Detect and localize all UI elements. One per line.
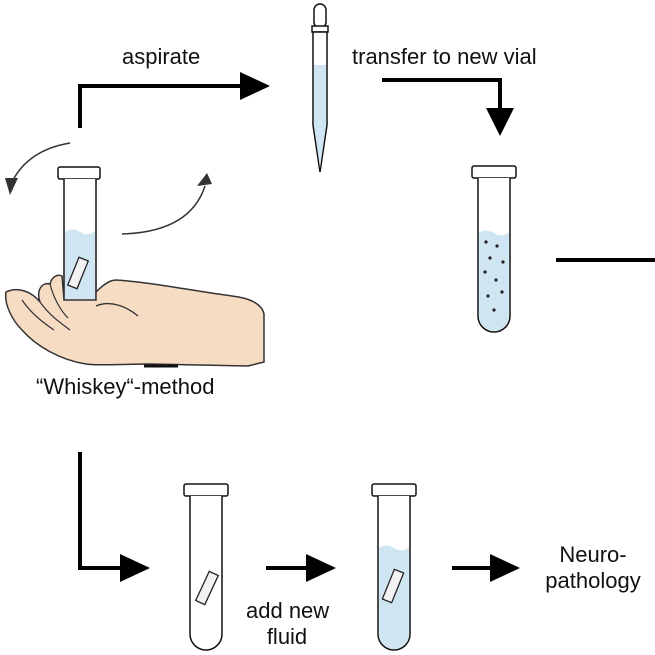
transfer-arrow	[382, 78, 514, 136]
whiskey-method-label: “Whiskey“-method	[36, 374, 215, 399]
add-new-fluid-line1: add new	[246, 598, 330, 623]
empty-tube-with-specimen	[183, 483, 229, 651]
transfer-label: transfer to new vial	[352, 44, 537, 69]
new-vial-with-particles	[471, 165, 517, 333]
neuropathology-line2: pathology	[545, 568, 641, 593]
hand-illustration	[4, 274, 265, 368]
aspirate-label: aspirate	[122, 44, 201, 69]
neuropathology-label: Neuro- pathology	[534, 542, 652, 594]
neuropathology-line1: Neuro-	[559, 542, 627, 567]
swirl-arrows	[5, 142, 212, 235]
neuropathology-arrow	[452, 554, 520, 582]
tube-with-new-fluid	[371, 483, 417, 651]
pipette	[311, 3, 329, 173]
add-new-fluid-line2: fluid	[266, 624, 308, 649]
add-fluid-arrow	[266, 554, 336, 582]
add-new-fluid-label: add new fluid	[246, 598, 330, 650]
aspirate-arrow	[78, 72, 270, 128]
method-to-empty-tube-arrow	[78, 452, 150, 582]
